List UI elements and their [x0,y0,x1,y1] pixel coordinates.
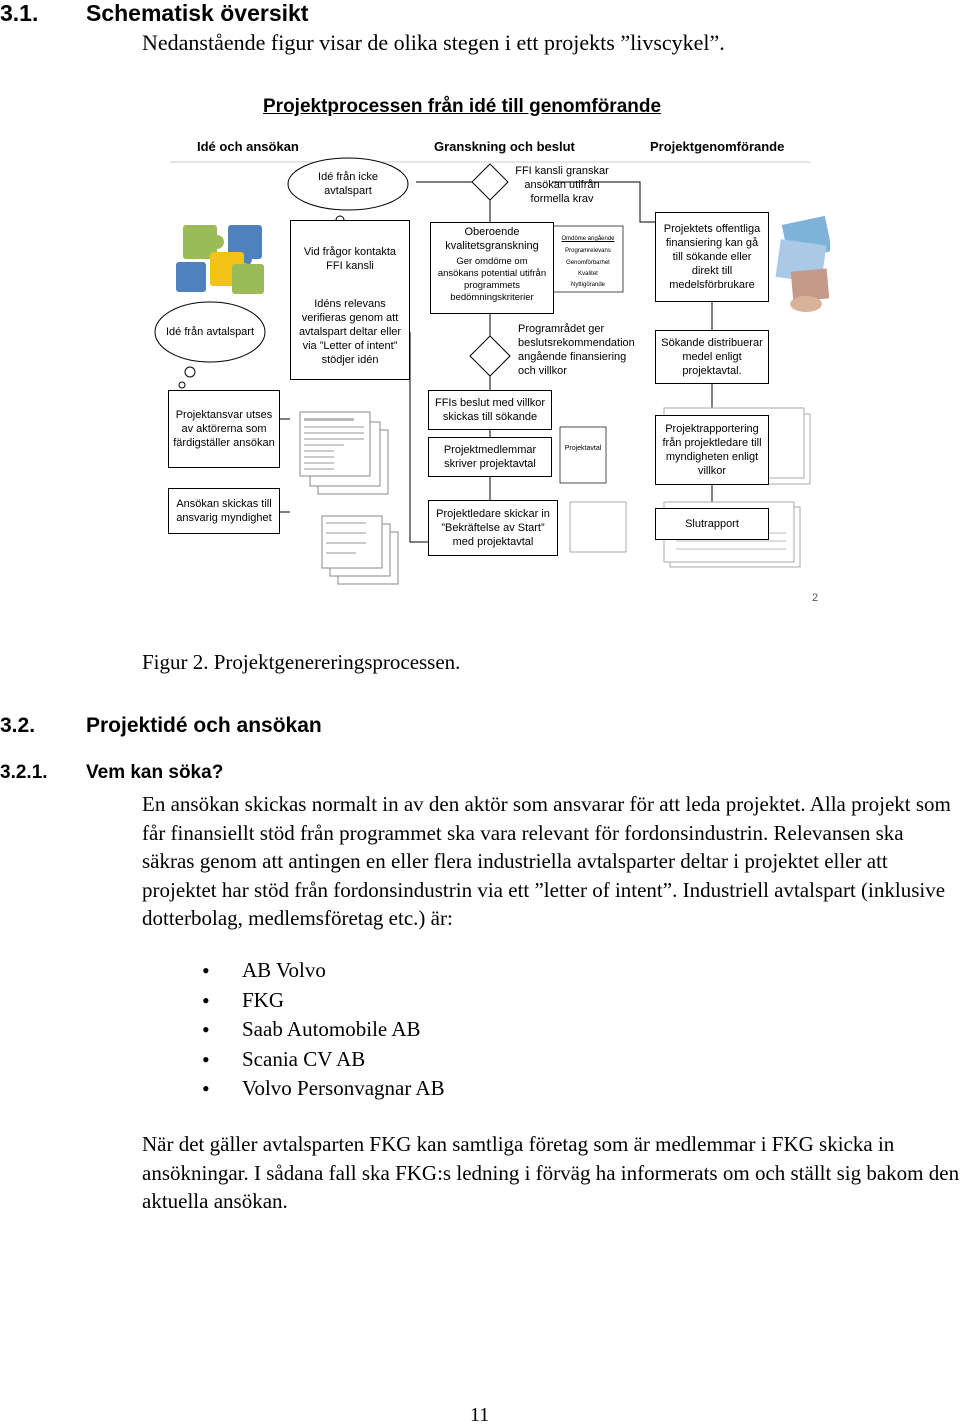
section-number: 3.2. [0,714,86,738]
process-figure: Projektprocessen från idé till genomföra… [0,92,830,612]
section-title: Schematisk översikt [86,0,308,26]
decision-box: FFIs beslut med villkor skickas till sök… [428,390,552,430]
submitted-box: Ansökan skickas till ansvarig myndighet [168,488,280,534]
relevance-text: Idéns relevans verifieras genom att avta… [295,297,405,367]
criteria-3: Kvalitet [553,269,623,279]
distribute-box: Sökande distribuerar medel enligt projek… [655,330,769,384]
independent-title: Oberoende kvalitetsgranskning [435,225,549,253]
section-title: Vem kan söka? [86,762,223,783]
paragraph-fkg: När det gäller avtalsparten FKG kan samt… [142,1130,960,1216]
list-item: AB Volvo [200,956,445,986]
section-number: 3.2.1. [0,762,86,784]
criteria-4: Nyttigörande [553,280,623,290]
contract-doc-label: Projektavtal [560,444,606,454]
criteria-title: Omdöme angående [553,234,623,244]
confirm-start-box: Projektledare skickar in ”Bekräftelse av… [428,500,558,556]
puzzle-icon [176,225,264,294]
list-item: Saab Automobile AB [200,1015,445,1045]
paragraph-who-can-apply: En ansökan skickas normalt in av den akt… [142,790,960,933]
form-doc-stack-2 [322,516,398,584]
decision-diamond-1 [472,164,508,200]
list-item: Scania CV AB [200,1045,445,1075]
partner-list: AB Volvo FKG Saab Automobile AB Scania C… [200,956,445,1104]
figure-title: Projektprocessen från idé till genomföra… [263,96,661,118]
figure-page-number: 2 [812,592,818,604]
reporting-box: Projektrapportering från projektledare t… [655,415,769,485]
idea-non-party-cloud: Idé från icke avtalspart [298,164,398,204]
section-title: Projektidé och ansökan [86,714,322,737]
figure-caption: Figur 2. Projektgenereringsprocessen. [142,650,460,675]
independent-review-box: Oberoende kvalitetsgranskning Ger omdöme… [430,222,554,314]
members-contract-box: Projektmedlemmar skriver projektavtal [428,437,552,477]
list-item: FKG [200,986,445,1016]
independent-sub: Ger omdöme om ansökans potential utifrån… [435,256,549,304]
responsibility-box: Projektansvar utses av aktörerna som fär… [168,390,280,468]
section-number: 3.1. [0,0,86,26]
decision-diamond-2 [470,336,510,376]
page-number: 11 [470,1404,489,1427]
programme-council-text: Programrådet ger beslutsrekommendation a… [518,322,642,378]
criteria-1: Programrelevans [553,246,623,256]
section-heading-3-1: 3.1.Schematisk översikt [0,0,308,26]
phase-review: Granskning och beslut [434,139,575,154]
section-heading-3-2: 3.2.Projektidé och ansökan [0,714,322,738]
kansli-check-text: FFI kansli granskar ansökan utifrån form… [512,164,612,206]
contact-text: Vid frågor kontakta FFI kansli [295,245,405,273]
form-doc-stack-1 [300,412,388,494]
contact-relevance-box: Vid frågor kontakta FFI kansli Idéns rel… [290,220,410,380]
money-image [776,216,830,312]
intro-text: Nedanstående figur visar de olika stegen… [142,30,725,56]
phase-idea: Idé och ansökan [197,139,299,154]
public-funding-box: Projektets offentliga finansiering kan g… [655,212,769,302]
final-report-box: Slutrapport [655,508,769,540]
list-item: Volvo Personvagnar AB [200,1074,445,1104]
idea-party-cloud: Idé från avtalspart [160,314,260,350]
criteria-2: Genomförbarhet [553,258,623,268]
phase-execution: Projektgenomförande [650,139,784,154]
section-heading-3-2-1: 3.2.1.Vem kan söka? [0,762,223,784]
